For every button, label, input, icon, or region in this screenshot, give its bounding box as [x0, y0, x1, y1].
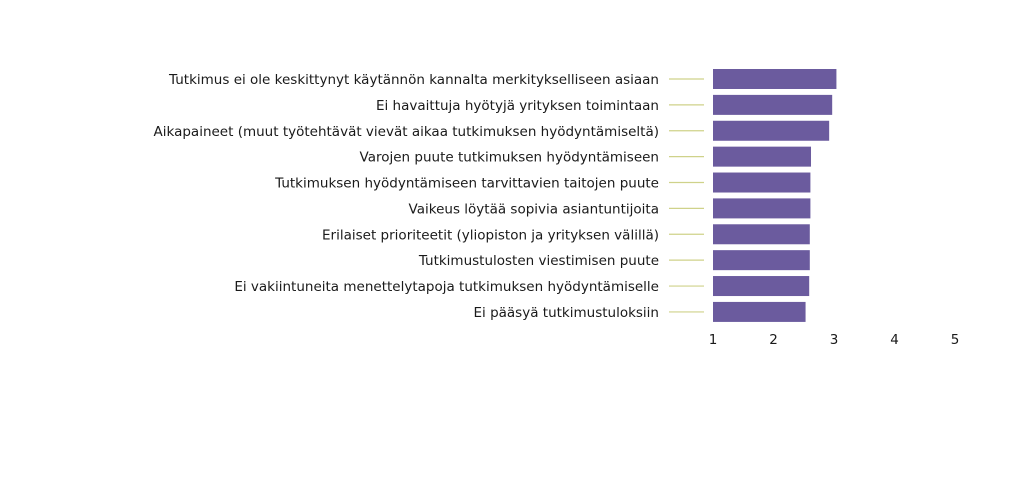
- category-label: Ei havaittuja hyötyjä yrityksen toiminta…: [376, 98, 659, 114]
- category-label: Ei pääsyä tutkimustuloksiin: [474, 305, 660, 321]
- leader-lines: [669, 78, 704, 313]
- x-tick-label: 1: [709, 332, 718, 348]
- category-label: Erilaiset prioriteetit (yliopiston ja yr…: [322, 227, 659, 243]
- x-tick-label: 2: [769, 332, 778, 348]
- bar: [713, 94, 833, 115]
- category-label: Tutkimustulosten viestimisen puute: [418, 253, 659, 269]
- category-label: Tutkimuksen hyödyntämiseen tarvittavien …: [274, 176, 659, 192]
- bar: [713, 250, 810, 271]
- bars: [713, 69, 837, 322]
- category-label: Varojen puute tutkimuksen hyödyntämiseen: [360, 150, 659, 166]
- bar: [713, 120, 830, 141]
- bar: [713, 301, 806, 322]
- bar: [713, 224, 810, 245]
- x-tick-label: 4: [890, 332, 899, 348]
- category-labels: Tutkimus ei ole keskittynyt käytännön ka…: [154, 72, 659, 321]
- x-tick-label: 5: [951, 332, 960, 348]
- category-label: Aikapaineet (muut työtehtävät vievät aik…: [154, 124, 659, 140]
- x-axis-tick-labels: 1 2 3 4 5: [709, 332, 960, 348]
- category-label: Ei vakiintuneita menettelytapoja tutkimu…: [234, 279, 659, 295]
- bar: [713, 198, 811, 219]
- bar: [713, 172, 811, 193]
- category-label: Vaikeus löytää sopivia asiantuntijoita: [409, 201, 659, 217]
- category-label: Tutkimus ei ole keskittynyt käytännön ka…: [168, 72, 659, 88]
- bar: [713, 69, 837, 89]
- bar: [713, 276, 810, 297]
- bar: [713, 146, 812, 167]
- x-tick-label: 3: [830, 332, 839, 348]
